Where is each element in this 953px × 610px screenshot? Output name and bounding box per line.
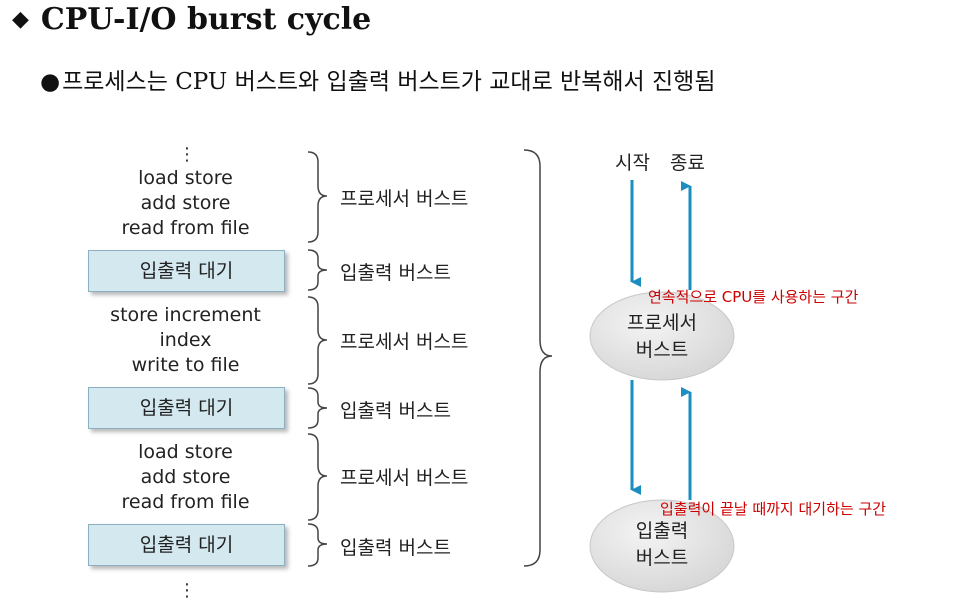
brace-3 (307, 296, 328, 385)
brace-2 (307, 249, 328, 291)
brace-5 (307, 433, 328, 521)
start-label: 시작 (615, 152, 650, 174)
code-block-3: load store add store read from file (121, 441, 250, 513)
ellipsis-top: ⋮ (178, 144, 196, 165)
diamond-bullet-icon: ◆ (12, 6, 29, 32)
page-title: ◆CPU-I/O burst cycle (12, 2, 372, 37)
io-burst-label: 입출력 버스트 (635, 520, 689, 569)
code-block-1: load store add store read from file (121, 167, 250, 239)
note-io-burst: 입출력이 끝날 때까지 대기하는 구간 (660, 500, 887, 518)
note-cpu-burst: 연속적으로 CPU를 사용하는 구간 (648, 288, 859, 306)
io-wait-box-1: 입출력 대기 (88, 250, 285, 292)
end-label: 종료 (670, 152, 705, 174)
label-io-burst-3: 입출력 버스트 (340, 537, 451, 559)
cpu-burst-ellipse (589, 291, 735, 381)
brace-4 (307, 387, 328, 429)
subtitle: ●프로세스는 CPU 버스트와 입출력 버스트가 교대로 반복해서 진행됨 (40, 69, 716, 95)
cpu-burst-label: 프로세서 버스트 (627, 312, 697, 361)
label-processor-burst-3: 프로세서 버스트 (340, 467, 469, 489)
code-block-2: store increment index write to file (110, 304, 261, 376)
io-wait-box-3: 입출력 대기 (88, 524, 285, 566)
label-io-burst-1: 입출력 버스트 (340, 262, 451, 284)
label-processor-burst-2: 프로세서 버스트 (340, 331, 469, 353)
io-wait-box-2: 입출력 대기 (88, 387, 285, 429)
label-io-burst-2: 입출력 버스트 (340, 400, 451, 422)
label-processor-burst-1: 프로세서 버스트 (340, 188, 469, 210)
io-burst-ellipse (589, 499, 735, 593)
brace-6 (307, 523, 328, 567)
ellipsis-bottom: ⋮ (178, 580, 196, 601)
big-brace (523, 149, 553, 567)
brace-1 (307, 151, 328, 243)
